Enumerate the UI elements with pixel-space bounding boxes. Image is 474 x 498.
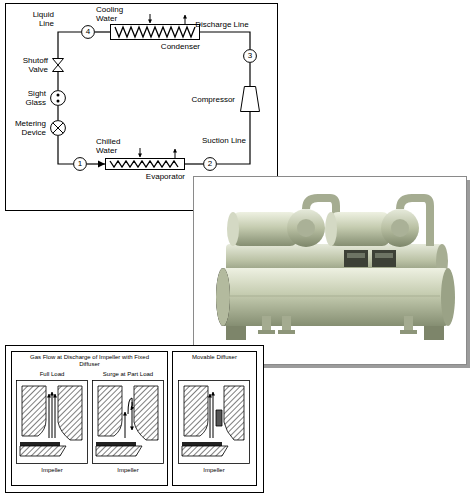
pipe-label: Chilled Water (96, 137, 134, 155)
callout-number: 4 (81, 25, 95, 39)
shutoff-valve-outline (52, 58, 64, 72)
callout-number: 2 (203, 157, 217, 171)
sight-glass: Sight Glass (50, 90, 66, 106)
panel-title: Gas Flow at Discharge of Impeller with F… (30, 354, 150, 368)
valve-half (53, 59, 64, 66)
callout-number: 1 (73, 157, 87, 171)
metering-device-outline (50, 120, 66, 136)
compressor-outline (241, 87, 260, 112)
diffuser-figure-panel (6, 346, 264, 493)
refrigerant-line (95, 31, 110, 32)
refrigerant-line (200, 32, 250, 49)
component-name: Shutoff Valve (8, 56, 48, 74)
chiller-photo-panel (194, 177, 471, 369)
compressor-symbol-outline (240, 86, 260, 112)
condition-label: Full Load (16, 371, 88, 378)
refrigerant-line (249, 63, 250, 86)
refrigerant-line (58, 32, 81, 58)
metering-ring (51, 121, 66, 136)
state-point-circle: 2 (203, 157, 217, 171)
evaporator-coil: Evaporator (105, 158, 185, 170)
part-label: Impeller (16, 467, 88, 474)
state-point-circle: 4 (81, 25, 95, 39)
state-point-circle: 1 (73, 157, 87, 171)
metering-device: Metering Device (50, 120, 66, 136)
coil-tube (115, 27, 195, 37)
sight-glass-dot (57, 100, 60, 103)
shutoff-valve: Shutoff Valve (52, 58, 64, 72)
surge-flow-drawing (93, 381, 164, 464)
component-name: Metering Device (6, 119, 46, 137)
condition-label: Surge at Part Load (92, 371, 164, 378)
component-name: Sight Glass (6, 89, 46, 107)
diffuser-subpanel: Movable Diffuser (172, 351, 257, 486)
pipe-label: Liquid Line (24, 10, 54, 28)
component-name: Compressor (191, 95, 235, 104)
pipe-label: Cooling Water (96, 5, 132, 23)
component-name: Evaporator (146, 172, 185, 181)
compressor-symbol: Compressor (240, 86, 260, 112)
circle-outline (204, 158, 217, 171)
full-load-flow-drawing (17, 381, 88, 464)
condenser-coil-outline (110, 24, 200, 40)
valve-half (53, 65, 64, 72)
pipe-label: Discharge Line (190, 20, 254, 29)
sight-glass-ring (51, 91, 66, 106)
callout-number: 3 (243, 49, 257, 63)
component-name: Condenser (161, 42, 200, 51)
refrigerant-line (87, 163, 105, 164)
sight-glass-dot (57, 94, 60, 97)
condenser-coil: Condenser (110, 24, 200, 40)
panel-title: Movable Diffuser (175, 354, 254, 361)
refrigerant-line (58, 136, 73, 164)
coil-housing (111, 25, 200, 40)
refrigerant-line (57, 72, 58, 90)
refrigerant-line (57, 106, 58, 120)
part-label: Impeller (178, 467, 250, 474)
evaporator-coil-outline (105, 158, 185, 170)
pipe-label: Suction Line (188, 136, 246, 145)
movable-diffuser-drawing (179, 381, 250, 464)
circle-outline (82, 26, 95, 39)
state-point-circle: 3 (243, 49, 257, 63)
circle-outline (74, 158, 87, 171)
circle-outline (244, 50, 257, 63)
sight-glass-outline (50, 90, 66, 106)
coil-tube (110, 161, 178, 167)
part-label: Impeller (92, 467, 164, 474)
refrigerant-line (185, 163, 203, 164)
coil-housing (106, 159, 185, 170)
metering-cross (53, 123, 63, 133)
